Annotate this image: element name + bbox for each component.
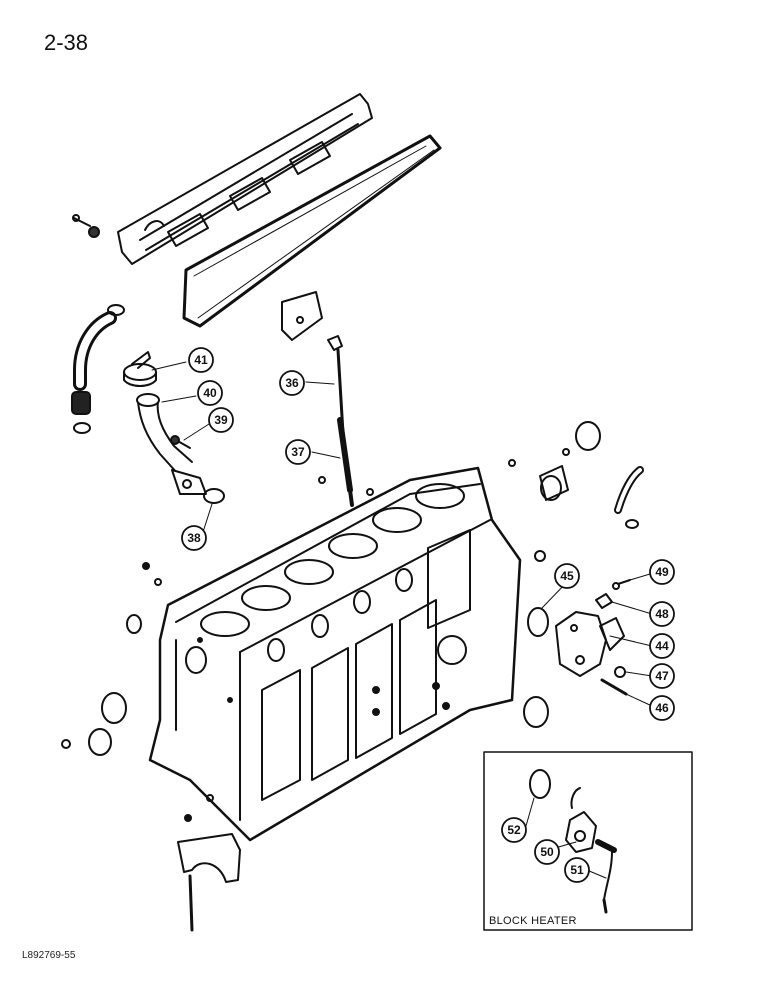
callout-50: 50 [540, 845, 554, 859]
water-inlet-o-ring [527, 607, 549, 637]
filler-tube-o-ring [203, 488, 225, 504]
oil-filler-tube [136, 393, 207, 495]
pipe-plug [595, 593, 613, 609]
callout-41: 41 [194, 353, 208, 367]
callout-38: 38 [187, 531, 201, 545]
callout-46: 46 [655, 701, 669, 715]
oil-filler-cap [123, 351, 157, 387]
expansion-plugs-left [61, 562, 214, 802]
dipstick-tube [337, 417, 354, 507]
callout-48: 48 [655, 607, 669, 621]
cover-bolt [72, 214, 100, 238]
callout-39: 39 [214, 413, 228, 427]
block-heater-label: BLOCK HEATER [489, 915, 577, 927]
callout-52: 52 [507, 823, 521, 837]
valve-cover [117, 93, 373, 265]
callout-49: 49 [655, 565, 669, 579]
callout-51: 51 [570, 863, 584, 877]
callout-47: 47 [655, 669, 669, 683]
filler-tube-bolt [170, 435, 191, 449]
document-code: L892769-55 [22, 950, 76, 961]
screw [612, 579, 631, 590]
page-number: 2-38 [44, 30, 89, 55]
nut [614, 666, 626, 678]
callout-45: 45 [560, 569, 574, 583]
callout-37: 37 [291, 445, 305, 459]
callout-circles [181, 347, 675, 883]
callout-44: 44 [655, 639, 669, 653]
block-heater-inset-frame [483, 751, 693, 931]
housing-bolt [600, 678, 628, 696]
dipstick-bracket [281, 291, 323, 341]
breather-hose [71, 304, 125, 434]
valve-cover-gasket [182, 134, 442, 328]
callout-36: 36 [285, 376, 299, 390]
expansion-plugs-right [318, 421, 644, 728]
engine-block [148, 466, 522, 842]
main-bearing-cap [177, 814, 241, 932]
water-inlet-housing [555, 611, 625, 677]
callout-40: 40 [203, 386, 217, 400]
block-heater [529, 769, 617, 914]
